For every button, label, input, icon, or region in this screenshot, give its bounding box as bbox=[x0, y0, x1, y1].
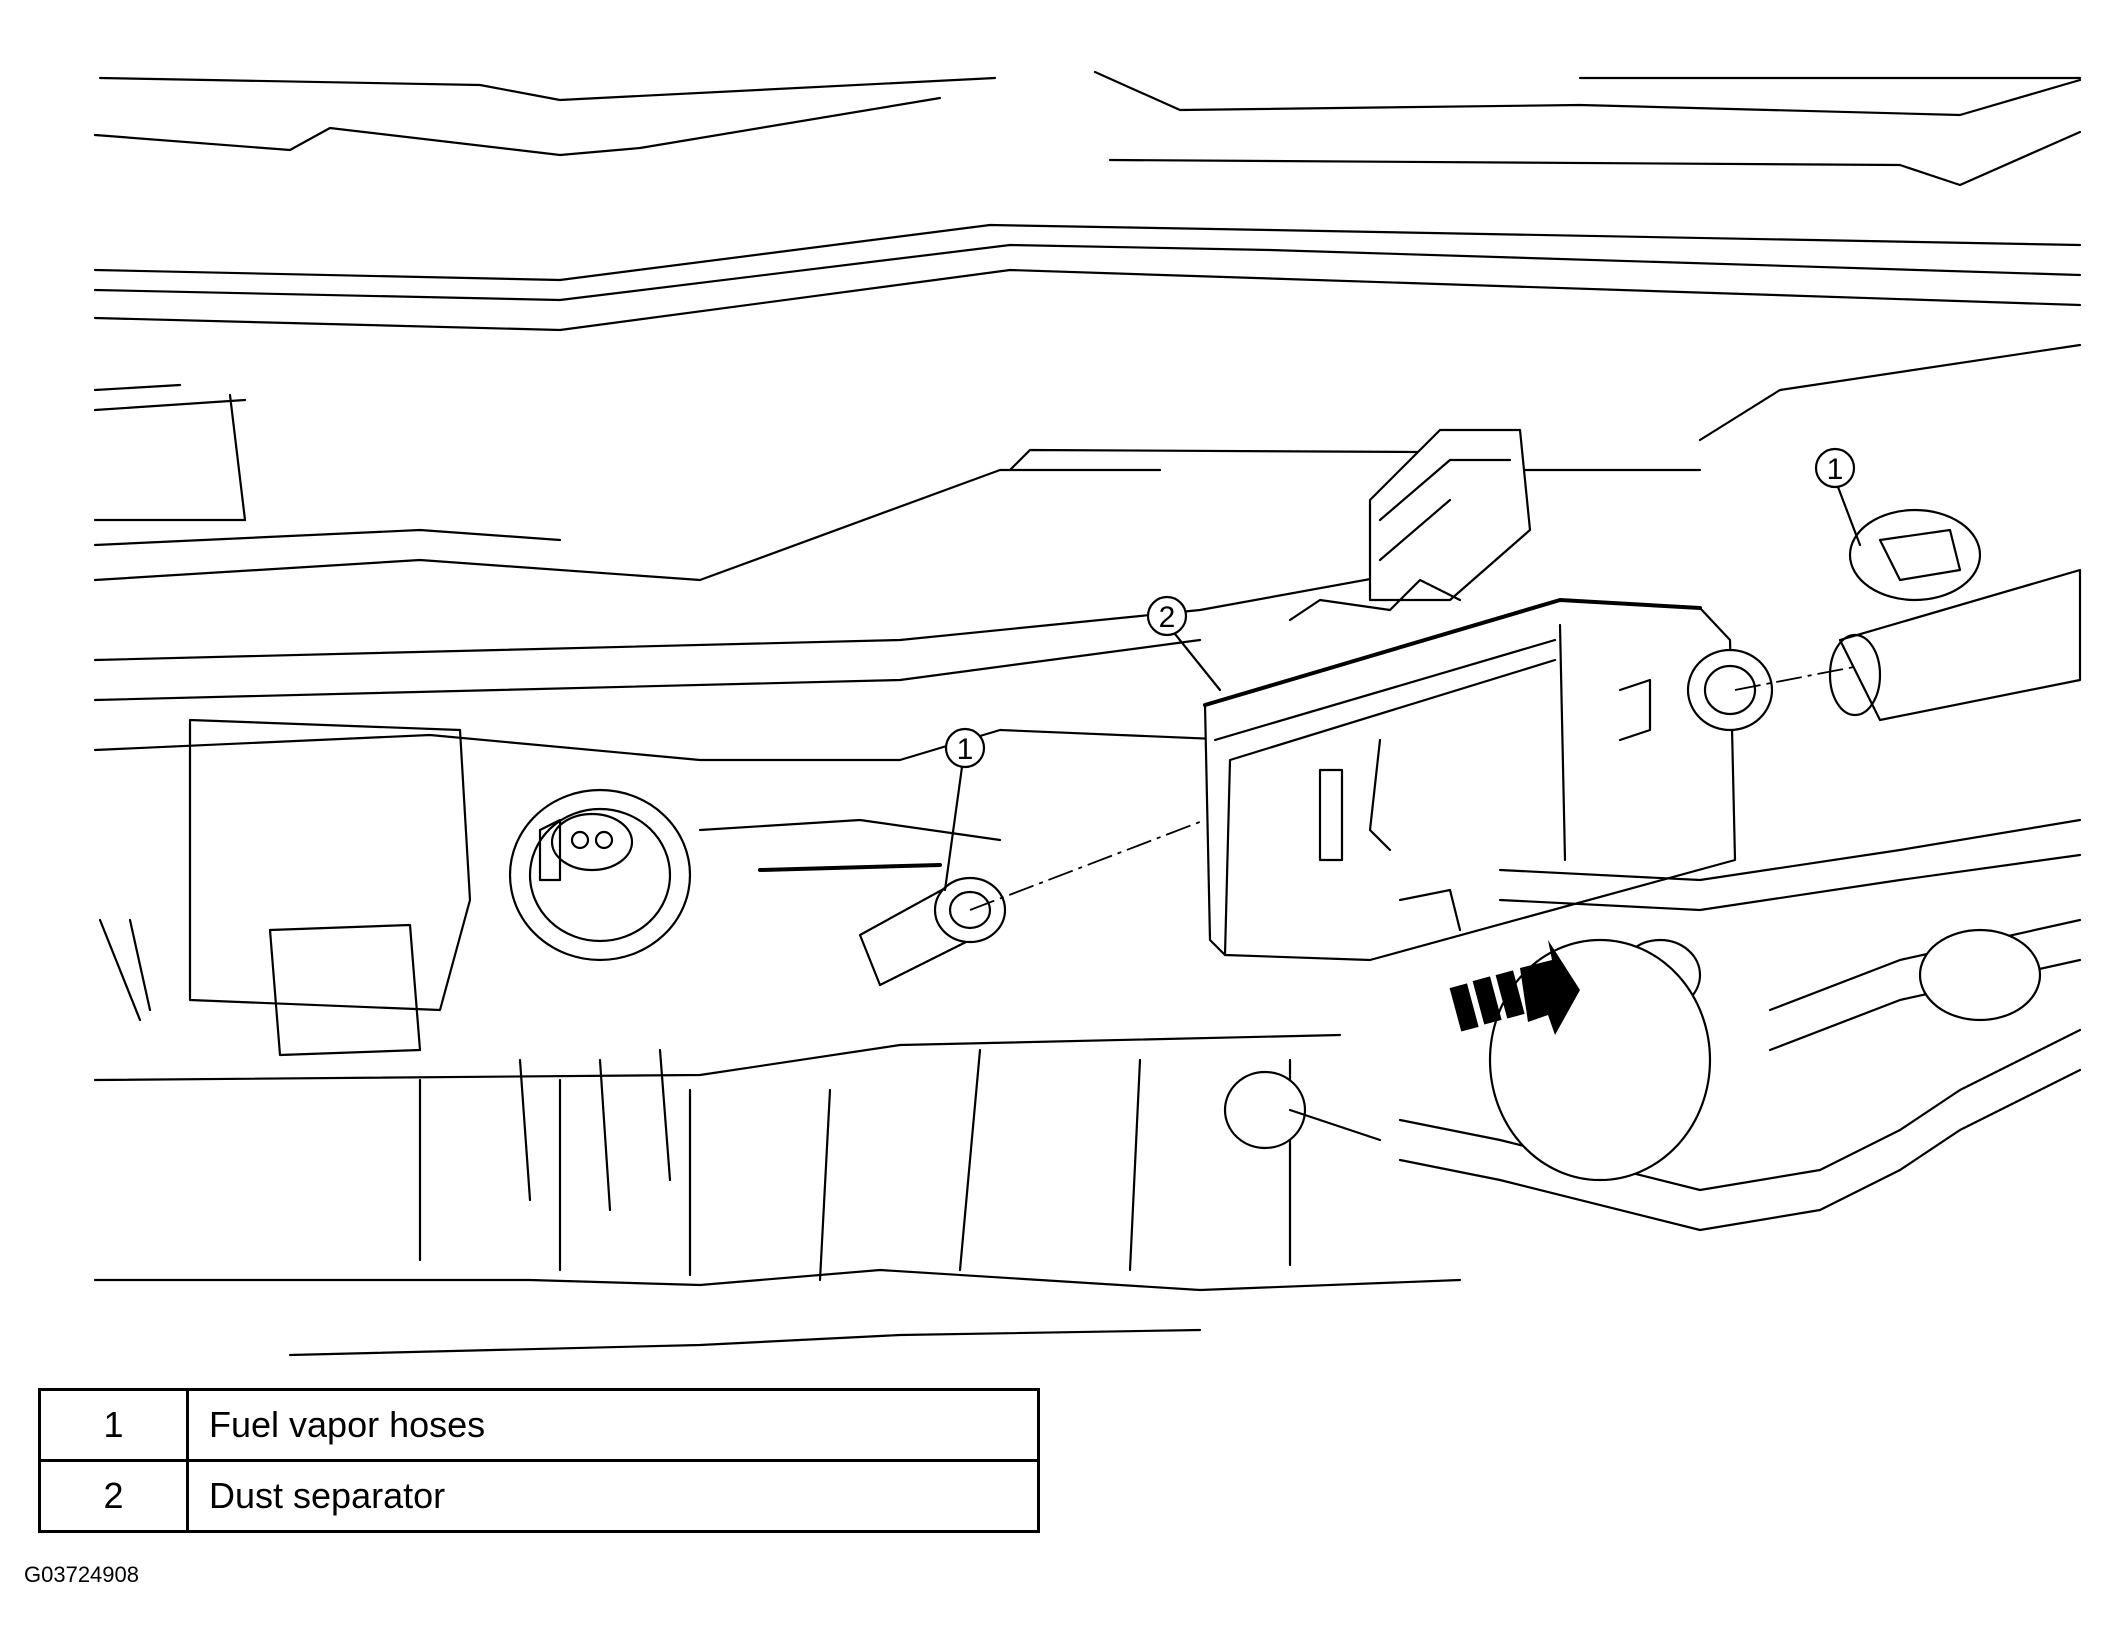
legend-table: 1 Fuel vapor hoses 2 Dust separator bbox=[38, 1388, 1040, 1533]
mounting-bracket bbox=[1288, 428, 1532, 622]
left-fuel-pump-module bbox=[508, 788, 1002, 962]
left-frame-structure bbox=[93, 343, 2082, 702]
legend-number: 1 bbox=[38, 1388, 189, 1462]
direction-arrow-icon bbox=[1449, 940, 1580, 1035]
left-fuel-vapor-hose bbox=[758, 863, 1007, 987]
callout-1-left-number: 1 bbox=[957, 733, 974, 766]
legend-row: 2 Dust separator bbox=[38, 1459, 1040, 1533]
legend-description: Fuel vapor hoses bbox=[186, 1388, 1040, 1462]
callout-1-right-number: 1 bbox=[1827, 453, 1844, 486]
figure-code: G03724908 bbox=[24, 1562, 139, 1587]
legend-number: 2 bbox=[38, 1459, 189, 1533]
upper-body-outline bbox=[93, 70, 2082, 332]
legend-description: Dust separator bbox=[186, 1459, 1040, 1533]
right-fuel-vapor-hose bbox=[1828, 508, 2082, 722]
callout-1-right: 1 bbox=[1814, 447, 1862, 547]
exploded-parts-diagram: 1 2 1 bbox=[93, 70, 2082, 1357]
legend-row: 1 Fuel vapor hoses bbox=[38, 1388, 1040, 1462]
callout-2-number: 2 bbox=[1159, 601, 1176, 634]
callout-1-left: 1 bbox=[943, 727, 986, 892]
dust-separator bbox=[1203, 598, 1774, 962]
callout-2: 2 bbox=[1146, 595, 1222, 692]
